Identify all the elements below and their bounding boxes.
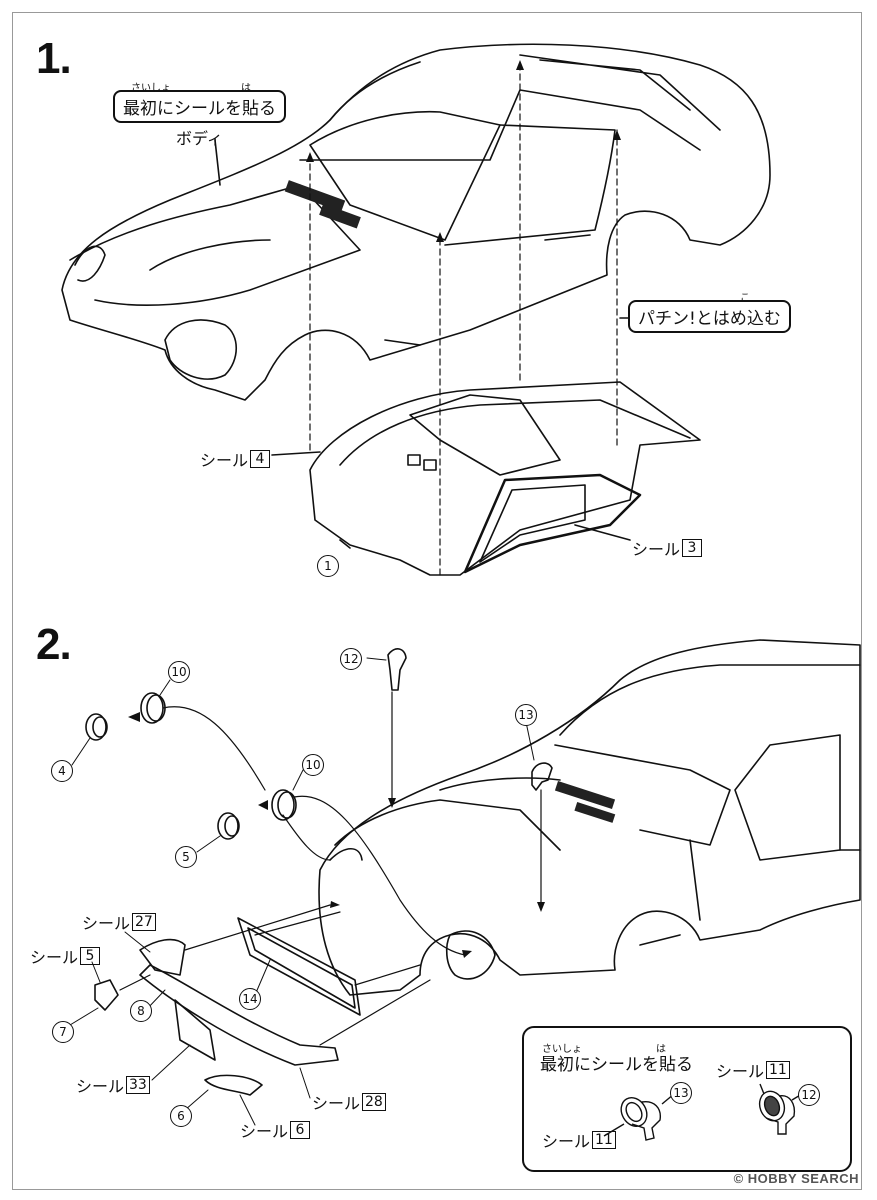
- seal-number-box: 28: [362, 1093, 386, 1111]
- grille-bumper-parts: [94, 917, 361, 1096]
- snap-in-bubble: こ パチン!とはめ込む: [628, 293, 791, 333]
- seal-text: シール: [200, 451, 249, 470]
- seal-number-box: 4: [250, 450, 271, 468]
- seal-text: シール: [76, 1077, 125, 1096]
- car-body-step1: [61, 43, 771, 401]
- part-number-7: 7: [52, 1021, 74, 1043]
- seal-text: シール: [542, 1132, 591, 1151]
- part-number-5: 5: [175, 846, 197, 868]
- part-number-10-b: 10: [302, 754, 324, 776]
- part-number-12: 12: [340, 648, 362, 670]
- part-number-1: 1: [317, 555, 339, 577]
- body-label: ボディ: [176, 129, 223, 148]
- page-border: [12, 12, 862, 1190]
- seal-number-box: 3: [682, 539, 703, 557]
- seal-text: シール: [632, 540, 681, 559]
- part-number-14: 14: [239, 988, 261, 1010]
- leader-lines: [69, 657, 535, 1126]
- part-number-4: 4: [51, 760, 73, 782]
- guide-lines-step2: [119, 691, 542, 1046]
- inset-part-number-13: 13: [670, 1082, 692, 1104]
- seal-number-box: 33: [126, 1076, 150, 1094]
- guide-lines-step1: [309, 59, 618, 576]
- inset-title: 最初にシールを貼る: [540, 1055, 693, 1075]
- inset-part-number-12: 12: [798, 1084, 820, 1106]
- seal-number-box: 6: [290, 1121, 311, 1139]
- ruby-ha: は: [241, 83, 251, 94]
- part-number-10-a: 10: [168, 661, 190, 683]
- seal-number-box: 11: [592, 1131, 616, 1149]
- part-number-6: 6: [170, 1105, 192, 1127]
- car-body-step2: [318, 639, 861, 996]
- step-2-number: 2.: [36, 620, 72, 669]
- part-1-shape: [309, 381, 701, 576]
- ruby-saisho: さいしょ: [131, 83, 171, 94]
- seal-number-box: 27: [132, 913, 156, 931]
- watermark: © HOBBY SEARCH: [733, 1171, 859, 1186]
- seal-text: シール: [312, 1094, 361, 1113]
- seal-number-box: 5: [80, 947, 101, 965]
- snap-in-text: パチン!とはめ込む: [638, 309, 781, 329]
- seal-text: シール: [240, 1122, 289, 1141]
- inset-ruby-ha: は: [656, 1044, 666, 1055]
- part-number-8: 8: [130, 1000, 152, 1022]
- headlight-parts: [85, 692, 297, 840]
- apply-seal-first-bubble: さいしょ は 最初にシールを貼る: [113, 83, 286, 123]
- seal-number-box: 11: [766, 1061, 790, 1079]
- ruby-ko: こ: [740, 293, 750, 304]
- step-1-number: 1.: [36, 34, 72, 83]
- mirror-parts: [387, 648, 553, 791]
- inset-ruby-saisho: さいしょ: [542, 1044, 582, 1055]
- seal-text: シール: [82, 914, 131, 933]
- part-number-13: 13: [515, 704, 537, 726]
- seal-text: シール: [30, 948, 79, 967]
- seal-text: シール: [716, 1062, 765, 1081]
- apply-seal-first-text: 最初にシールを貼る: [123, 99, 276, 119]
